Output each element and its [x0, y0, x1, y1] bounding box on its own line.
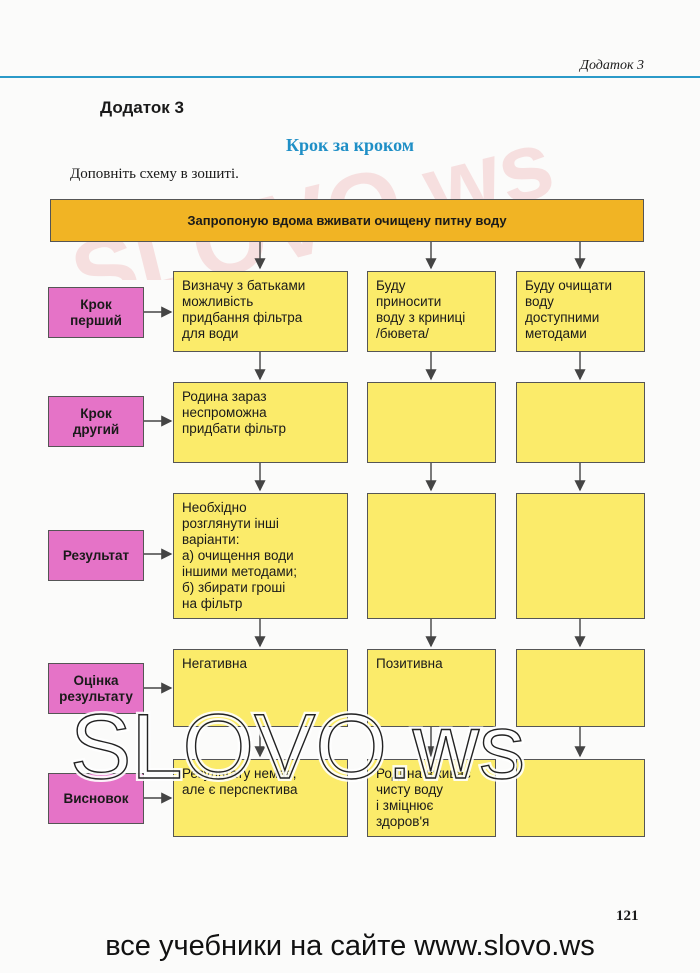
page-number: 121	[616, 908, 639, 924]
diagram-cell: Позитивна	[367, 649, 496, 727]
diagram-cell: Визначу з батьками можливість придбання …	[173, 271, 348, 352]
conclusion-label: Висновок	[48, 773, 144, 824]
goal-box: Запропоную вдома вживати очищену питну в…	[50, 199, 644, 242]
diagram-cell: Родина зараз неспроможна придбати фільтр	[173, 382, 348, 463]
diagram-cell: Родина вживає чисту воду і зміцнює здоро…	[367, 759, 496, 837]
diagram-cell-empty	[367, 382, 496, 463]
diagram-cell-empty	[516, 759, 645, 837]
diagram-cell: Результату немає, але є перспектива	[173, 759, 348, 837]
result-label: Результат	[48, 530, 144, 581]
diagram-cell-empty	[516, 382, 645, 463]
evaluation-label: Оцінка результату	[48, 663, 144, 714]
diagram-cell-empty	[516, 493, 645, 619]
diagram-cell-empty	[516, 649, 645, 727]
instruction-text: Доповніть схему в зошиті.	[70, 166, 239, 182]
step-label-first: Крок перший	[48, 287, 144, 338]
goal-text: Запропоную вдома вживати очищену питну в…	[187, 213, 507, 228]
header-rule	[0, 76, 700, 78]
footer-banner: все учебники на сайте www.slovo.ws	[105, 930, 595, 962]
appendix-title: Додаток 3	[100, 98, 184, 117]
diagram-cell: Негативна	[173, 649, 348, 727]
section-title: Крок за кроком	[285, 135, 415, 155]
diagram-cell-empty	[367, 493, 496, 619]
diagram-cell: Необхідно розглянути інші варіанти: а) о…	[173, 493, 348, 619]
diagram-cell: Буду приносити воду з криниці /бювета/	[367, 271, 496, 352]
step-label-second: Крок другий	[48, 396, 144, 447]
running-header: Додаток 3	[580, 58, 644, 73]
diagram-cell: Буду очищати воду доступними методами	[516, 271, 645, 352]
